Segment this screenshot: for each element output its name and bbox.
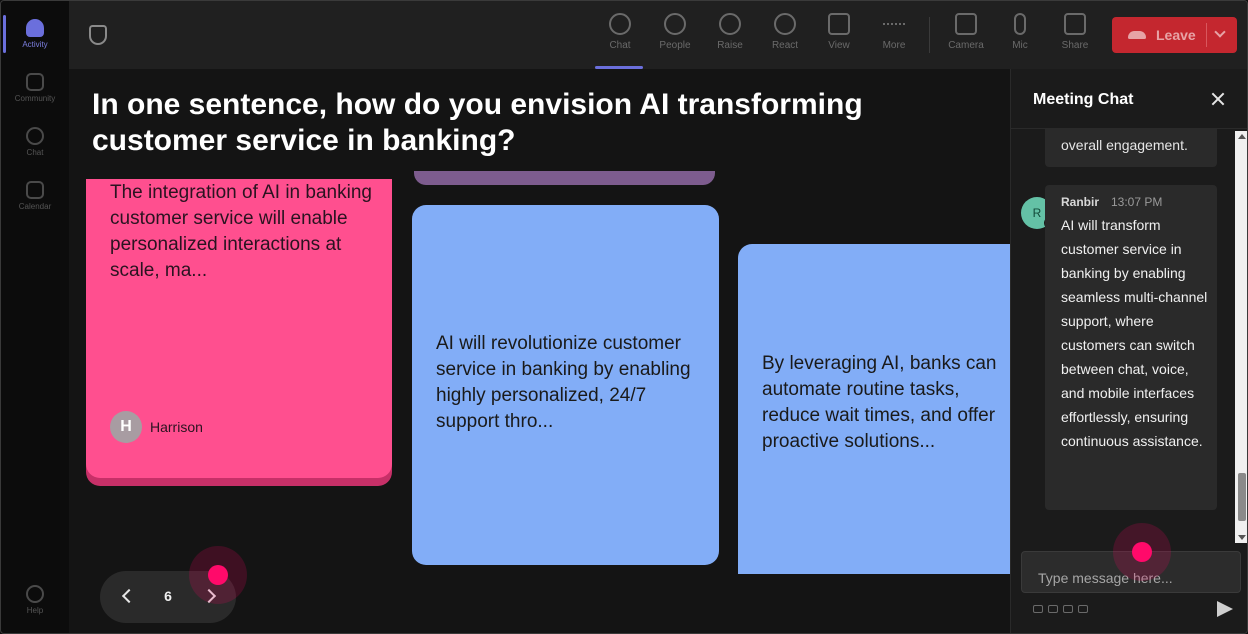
- toolbar-label: View: [828, 40, 850, 51]
- shield-icon: [89, 25, 107, 45]
- rail-item-label: Community: [14, 94, 56, 103]
- toolbar-label: More: [882, 40, 906, 51]
- toolbar-react-button[interactable]: React: [761, 11, 809, 63]
- response-card[interactable]: By leveraging AI, banks can automate rou…: [738, 244, 1010, 574]
- grid-view-icon: [828, 13, 850, 35]
- click-indicator: [189, 546, 247, 604]
- leave-button[interactable]: Leave: [1112, 17, 1237, 53]
- rail-item-chat[interactable]: Chat: [1, 117, 69, 167]
- rail-item-label: Activity: [22, 40, 48, 49]
- camera-off-icon: [955, 13, 977, 35]
- community-icon: [26, 73, 44, 91]
- left-rail: Activity Community Chat Calendar Help: [1, 1, 69, 633]
- avatar: H: [110, 411, 142, 443]
- chat-message: Ranbir 13:07 PM AI will transform custom…: [1045, 185, 1217, 510]
- chevron-down-icon[interactable]: [1214, 26, 1226, 38]
- scrollbar-thumb[interactable]: [1238, 473, 1246, 521]
- click-indicator-dot: [208, 565, 228, 585]
- toolbar-chat-button[interactable]: Chat: [595, 11, 644, 69]
- toolbar-label: React: [771, 40, 799, 51]
- chat-message-input[interactable]: [1021, 551, 1241, 593]
- toolbar-label: Chat: [609, 40, 631, 51]
- leave-label: Leave: [1156, 27, 1196, 43]
- smiley-icon: [774, 13, 796, 35]
- rail-item-community[interactable]: Community: [1, 63, 69, 113]
- hand-icon: [719, 13, 741, 35]
- toolbar-label: Camera: [948, 40, 984, 51]
- format-toolbar: [1033, 605, 1088, 613]
- presentation-stage: In one sentence, how do you envision AI …: [69, 69, 1010, 633]
- emoji-icon[interactable]: [1063, 605, 1073, 613]
- mic-icon: [1014, 13, 1026, 35]
- scroll-down-icon[interactable]: [1238, 535, 1246, 540]
- chevron-left-icon[interactable]: [121, 588, 137, 604]
- response-card[interactable]: The integration of AI in banking custome…: [86, 179, 392, 478]
- response-card-text: AI will revolutionize customer service i…: [436, 333, 691, 432]
- ellipsis-icon: [883, 23, 905, 35]
- response-card[interactable]: AI will revolutionize customer service i…: [412, 205, 719, 565]
- avatar-initial: R: [1032, 206, 1042, 220]
- toolbar-camera-button[interactable]: Camera: [942, 11, 990, 63]
- attach-icon[interactable]: [1048, 605, 1058, 613]
- rail-item-calendar[interactable]: Calendar: [1, 171, 69, 221]
- author-name: Harrison: [150, 419, 203, 435]
- rail-item-label: Calendar: [18, 202, 52, 211]
- scroll-up-icon[interactable]: [1238, 134, 1246, 139]
- click-indicator-dot: [1132, 542, 1152, 562]
- response-card-text: The integration of AI in banking custome…: [110, 182, 372, 281]
- rail-item-label: Chat: [26, 148, 44, 157]
- help-icon: [26, 585, 44, 603]
- response-card-text: By leveraging AI, banks can automate rou…: [762, 351, 1010, 455]
- response-card-partial: [414, 171, 715, 185]
- toolbar-label: Mic: [1012, 40, 1028, 51]
- calendar-icon: [26, 181, 44, 199]
- toolbar-more-button[interactable]: More: [870, 11, 918, 63]
- phone-hangup-icon: [1128, 31, 1146, 39]
- share-screen-icon: [1064, 13, 1086, 35]
- send-icon[interactable]: [1217, 601, 1233, 617]
- toolbar-divider: [929, 17, 930, 53]
- chat-bubble-icon: [609, 13, 631, 35]
- rail-item-activity[interactable]: Activity: [1, 9, 69, 59]
- people-icon: [664, 13, 686, 35]
- toolbar-people-button[interactable]: People: [651, 11, 699, 63]
- chat-message: overall engagement.: [1045, 129, 1217, 167]
- toolbar-label: Share: [1061, 40, 1089, 51]
- chat-message-time: 13:07 PM: [1111, 195, 1163, 209]
- format-icon[interactable]: [1033, 605, 1043, 613]
- meeting-toolbar: Chat People Raise React View More Camera: [69, 1, 1247, 69]
- question-title: In one sentence, how do you envision AI …: [92, 88, 863, 157]
- card-author: H Harrison: [110, 411, 203, 443]
- chat-message-text: AI will transform customer service in ba…: [1061, 217, 1208, 449]
- response-card-text-content: By leveraging AI, banks can automate rou…: [762, 353, 997, 452]
- chat-title: Meeting Chat: [1033, 91, 1134, 108]
- close-icon[interactable]: [1210, 91, 1226, 107]
- toolbar-label: People: [659, 40, 691, 51]
- chat-message-text: overall engagement.: [1061, 137, 1188, 153]
- click-indicator: [1113, 523, 1171, 581]
- rail-item-help[interactable]: Help: [1, 575, 69, 625]
- chat-message-sender: Ranbir: [1061, 195, 1100, 209]
- bell-icon: [26, 19, 44, 37]
- rail-item-label: Help: [26, 606, 44, 615]
- leave-divider: [1206, 23, 1207, 47]
- toolbar-raise-button[interactable]: Raise: [706, 11, 754, 63]
- page-number: 6: [164, 588, 172, 604]
- toolbar-share-button[interactable]: Share: [1051, 11, 1099, 63]
- toolbar-label: Raise: [717, 40, 743, 51]
- chat-header: Meeting Chat: [1011, 69, 1247, 129]
- chat-icon: [26, 127, 44, 145]
- gif-icon[interactable]: [1078, 605, 1088, 613]
- chat-scrollbar[interactable]: [1235, 131, 1247, 543]
- meeting-chat-panel: Meeting Chat overall engagement. R Ranbi…: [1010, 69, 1247, 633]
- toolbar-mic-button[interactable]: Mic: [996, 11, 1044, 63]
- toolbar-view-button[interactable]: View: [815, 11, 863, 63]
